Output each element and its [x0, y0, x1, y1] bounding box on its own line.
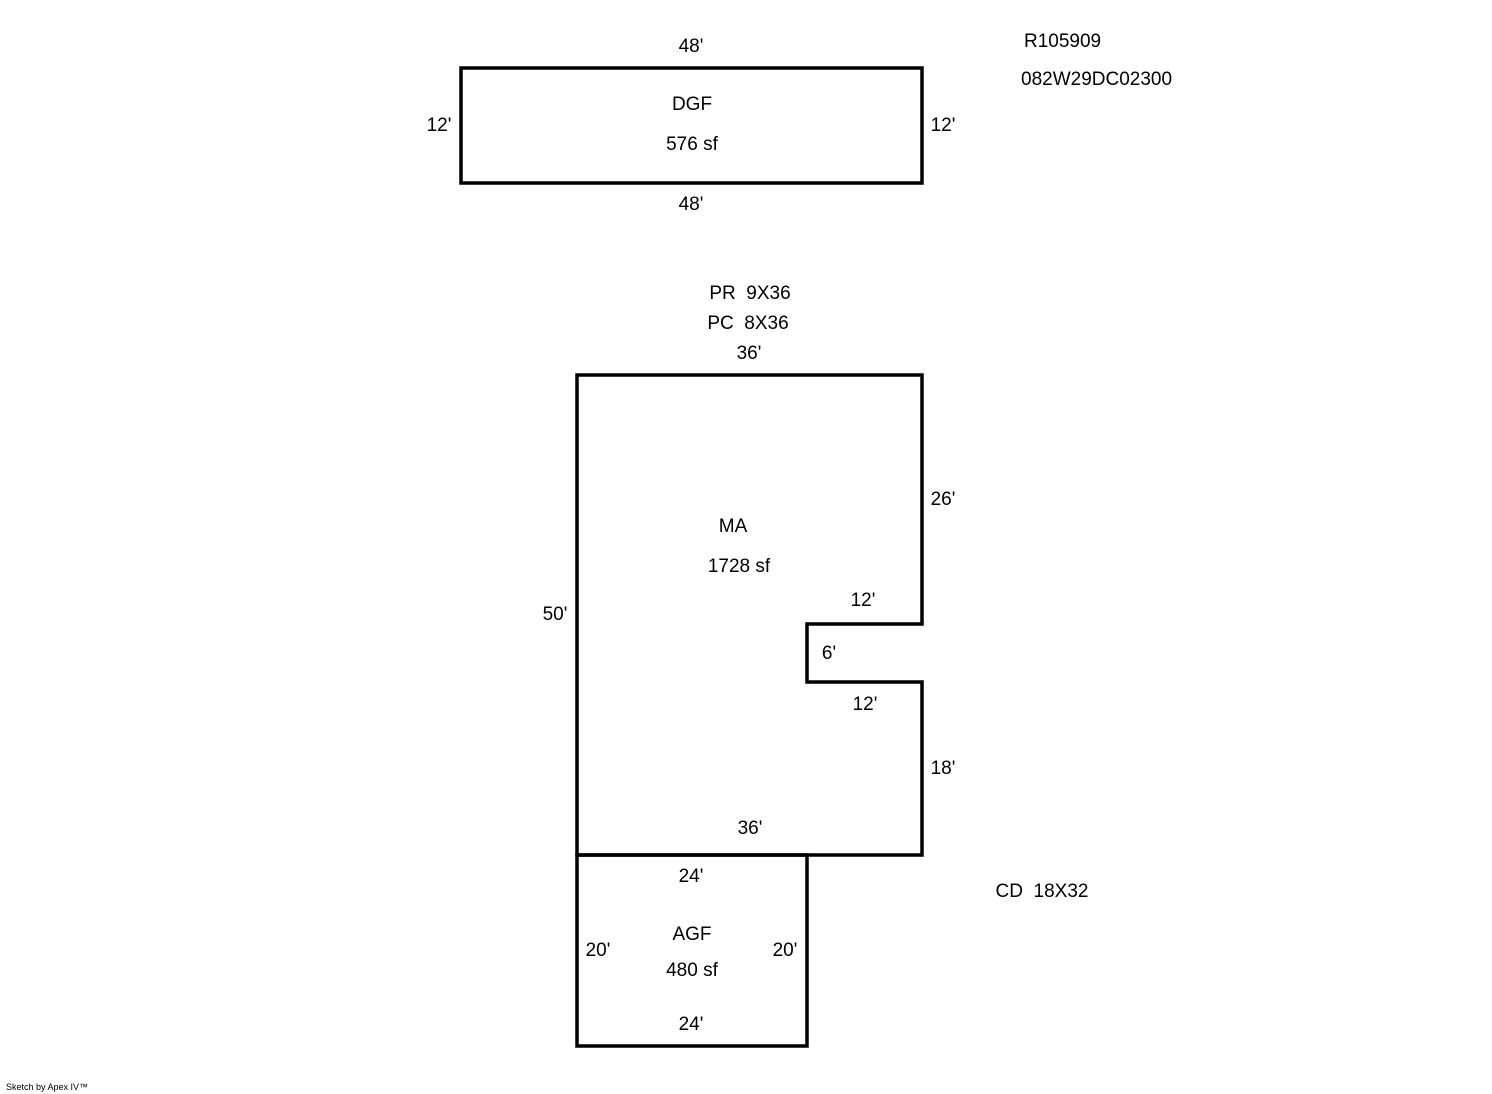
- dgf-dim-bottom: 48': [678, 194, 704, 215]
- deck-note: CD 18X32: [995, 881, 1089, 902]
- agf-dim-bottom: 24': [678, 1014, 704, 1035]
- agf-outline: [575, 853, 809, 1048]
- ma-dim-notch-top: 12': [850, 590, 876, 611]
- ma-dim-bottom: 36': [737, 818, 763, 839]
- ma-dim-top: 36': [736, 343, 762, 364]
- ma-dim-notch-side: 6': [821, 643, 837, 664]
- account-number: R105909: [1024, 31, 1102, 52]
- dgf-dim-right: 12': [930, 115, 956, 136]
- dgf-dim-top: 48': [678, 36, 704, 57]
- ma-code: MA: [718, 516, 748, 537]
- agf-dim-right: 20': [772, 940, 798, 961]
- ma-dim-right-lower: 18': [930, 758, 956, 779]
- agf-dim-left: 20': [585, 940, 611, 961]
- agf-code: AGF: [672, 924, 712, 945]
- software-credit: Sketch by Apex IV™: [6, 1082, 89, 1092]
- dgf-outline: [459, 66, 924, 185]
- ma-dim-notch-bottom: 12': [852, 694, 878, 715]
- dgf-area: 576 sf: [666, 134, 718, 155]
- ma-dim-right-upper: 26': [930, 489, 956, 510]
- dgf-dim-left: 12': [426, 115, 452, 136]
- porch-rear-note: PR 9X36: [709, 283, 791, 304]
- agf-dim-top: 24': [678, 866, 704, 887]
- ma-area: 1728 sf: [707, 556, 771, 577]
- ma-outline: [575, 373, 924, 857]
- dgf-code: DGF: [671, 94, 713, 115]
- agf-area: 480 sf: [666, 960, 718, 981]
- ma-dim-left: 50': [542, 604, 568, 625]
- porch-covered-note: PC 8X36: [707, 313, 789, 334]
- map-number: 082W29DC02300: [1021, 69, 1173, 90]
